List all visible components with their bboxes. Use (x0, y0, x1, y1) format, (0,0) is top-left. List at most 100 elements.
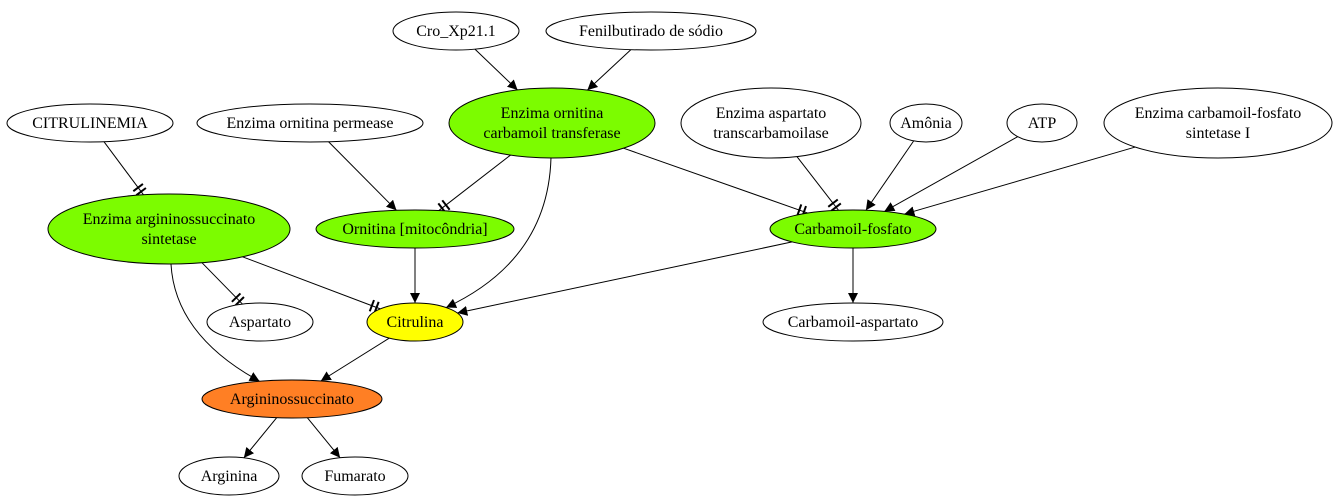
node-ellipse (680, 87, 862, 159)
node-fenil: Fenilbutirado de sódio (545, 11, 757, 51)
inhibition-tee-mark (830, 202, 842, 212)
edge-argininossuccinato-to-arginina (243, 417, 278, 459)
node-ellipse (201, 379, 383, 419)
node-ellipse (315, 209, 515, 249)
node-label: sintetase (141, 231, 196, 248)
node-label: Cro_Xp21.1 (416, 23, 496, 40)
edge-cro-to-otc (474, 48, 518, 91)
edge-ass-to-argininossuccinato (170, 263, 260, 382)
edge-line (306, 417, 341, 459)
node-atc: Enzima aspartato transcarbamoilase (680, 87, 862, 159)
inhibition-tee-mark (796, 204, 803, 217)
node-carbamoil_aspartato: Carbamoil-aspartato (762, 302, 944, 342)
inhibition-tee-mark (827, 198, 839, 208)
edge-atc-to-carbamoil_fosfato (796, 156, 842, 212)
node-ellipse (47, 193, 291, 265)
node-ellipse (301, 456, 409, 496)
node-ellipse (769, 209, 937, 249)
edge-carbamoil_fosfato-to-citrulina (457, 241, 793, 316)
node-label: Fumarato (324, 468, 385, 485)
edge-cps1-to-carbamoil_fosfato (904, 146, 1136, 217)
node-ellipse (448, 87, 656, 159)
node-atp: ATP (1006, 103, 1078, 143)
node-cps1: Enzima carbamoil-fosfato sintetase I (1103, 87, 1333, 159)
node-ornitina_mito: Ornitina [mitocôndria] (315, 209, 515, 249)
inhibition-tee-mark (368, 299, 375, 312)
edge-line (865, 140, 915, 211)
node-label: Fenilbutirado de sódio (579, 23, 723, 40)
node-ellipse (178, 456, 280, 496)
edge-line (457, 241, 793, 316)
edge-ass-to-aspartato (201, 262, 245, 307)
edge-line (243, 417, 278, 459)
edge-line (904, 146, 1136, 217)
nodes-layer: Cro_Xp21.1 Fenilbutirado de sódioCITRULIN… (6, 11, 1333, 496)
node-label: Aspartato (229, 314, 291, 331)
node-ellipse (889, 103, 963, 143)
node-argininossuccinato: Argininossuccinato (201, 379, 383, 419)
edge-argininossuccinato-to-fumarato (306, 417, 341, 459)
node-ellipse (1006, 103, 1078, 143)
node-label: Argininossuccinato (230, 391, 354, 408)
edge-line (474, 48, 518, 91)
node-label: Enzima ornitina permease (226, 115, 393, 132)
edge-line (242, 256, 381, 310)
node-ellipse (545, 11, 757, 51)
edge-otc-to-carbamoil_fosfato (623, 147, 808, 218)
edge-line (103, 141, 144, 196)
node-label: Enzima argininossuccinato (83, 211, 256, 228)
node-label: carbamoil transferase (483, 125, 620, 142)
node-carbamoil_fosfato: Carbamoil-fosfato (769, 209, 937, 249)
node-fumarato: Fumarato (301, 456, 409, 496)
node-otc: Enzima ornitina carbamoil transferase (448, 87, 656, 159)
node-label: Enzima aspartato (716, 105, 827, 122)
edge-atp-to-carbamoil_fosfato (884, 136, 1018, 212)
node-ellipse (206, 302, 314, 342)
node-label: CITRULINEMIA (32, 115, 148, 132)
edge-otc-to-citrulina (445, 157, 552, 308)
edge-line (328, 141, 397, 211)
edge-line (796, 156, 839, 211)
edge-citrulinemia-to-ass (103, 141, 147, 196)
node-citrulinemia: CITRULINEMIA (6, 103, 174, 143)
edge-amonia-to-carbamoil_fosfato (865, 140, 915, 211)
node-ass: Enzima argininossuccinato sintetase (47, 193, 291, 265)
node-aspartato: Aspartato (206, 302, 314, 342)
node-label: ATP (1028, 115, 1057, 132)
node-orn_permease: Enzima ornitina permease (196, 103, 424, 143)
node-ellipse (366, 302, 464, 342)
node-label: Carbamoil-fosfato (794, 221, 911, 238)
edge-line (320, 337, 390, 382)
node-label: Amônia (900, 115, 952, 132)
node-label: Enzima carbamoil-fosfato (1135, 105, 1302, 122)
node-label: sintetase I (1186, 125, 1250, 142)
node-ellipse (762, 302, 944, 342)
edge-line (445, 157, 552, 308)
node-label: Carbamoil-aspartato (788, 314, 919, 331)
node-ellipse (196, 103, 424, 143)
inhibition-tee-mark (231, 292, 242, 303)
edge-orn_permease-to-ornitina_mito (328, 141, 397, 211)
inhibition-tee-mark (135, 187, 147, 196)
edge-otc-to-ornitina_mito (437, 154, 511, 214)
node-ellipse (6, 103, 174, 143)
edge-line (170, 263, 260, 382)
inhibition-tee-mark (132, 183, 144, 192)
edge-line (438, 154, 511, 211)
node-label: Citrulina (387, 314, 444, 331)
edge-fenil-to-otc (587, 49, 632, 91)
node-arginina: Arginina (178, 456, 280, 496)
node-ellipse (392, 11, 520, 51)
edge-line (587, 49, 632, 91)
edge-line (623, 147, 808, 214)
node-label: Enzima ornitina (501, 105, 604, 122)
node-amonia: Amônia (889, 103, 963, 143)
node-label: Ornitina [mitocôndria] (342, 221, 487, 238)
inhibition-tee-mark (441, 199, 451, 211)
node-label: Arginina (201, 468, 258, 485)
node-label: transcarbamoilase (713, 125, 829, 142)
node-citrulina: Citrulina (366, 302, 464, 342)
inhibition-tee-mark (234, 296, 245, 307)
node-ellipse (1103, 87, 1333, 159)
